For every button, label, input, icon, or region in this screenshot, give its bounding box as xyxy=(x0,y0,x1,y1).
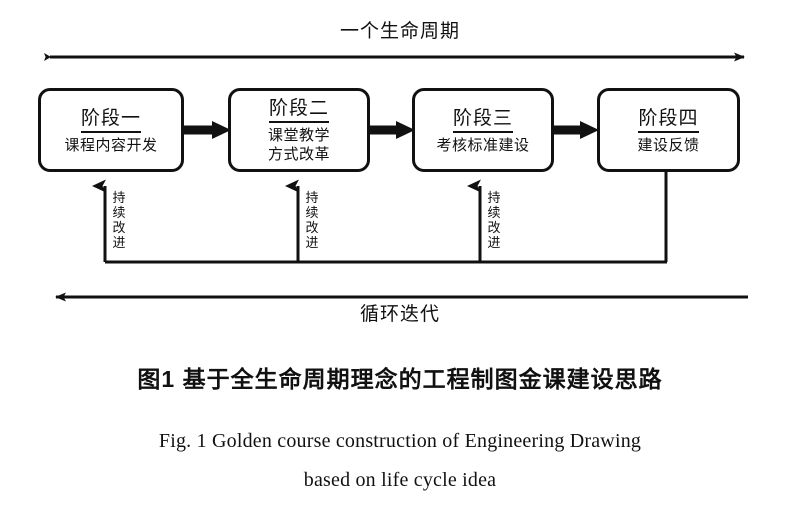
stage-connector-1-2 xyxy=(184,121,231,139)
stage-box-3[interactable]: 阶段三 考核标准建设 xyxy=(412,88,554,172)
feedback-label-1-char-1: 持 xyxy=(112,190,126,205)
figure-caption-english-line1: Fig. 1 Golden course construction of Eng… xyxy=(158,430,642,452)
feedback-label-1-char-3: 改 xyxy=(112,220,126,235)
stage-desc-4-line1: 建设反馈 xyxy=(637,137,700,154)
feedback-loop-path xyxy=(92,172,668,264)
feedback-label-2: 持 续 改 进 xyxy=(304,190,320,250)
figure-caption-chinese: 图1 基于全生命周期理念的工程制图金课建设思路 xyxy=(137,366,663,392)
feedback-label-2-char-2: 续 xyxy=(305,205,319,220)
feedback-label-2-char-3: 改 xyxy=(305,220,319,235)
feedback-label-1: 持 续 改 进 xyxy=(111,190,127,250)
stage-title-3: 阶段三 xyxy=(452,107,513,133)
stage-desc-2-line2: 方式改革 xyxy=(267,147,330,163)
feedback-label-2-char-4: 进 xyxy=(305,235,319,250)
diagram-vector-layer xyxy=(44,52,748,302)
feedback-label-3-char-1: 持 xyxy=(487,190,501,205)
stage-box-4[interactable]: 阶段四 建设反馈 xyxy=(597,88,740,172)
stage-box-1[interactable]: 阶段一 课程内容开发 xyxy=(38,88,184,172)
feedback-label-3: 持 续 改 进 xyxy=(486,190,502,250)
stage-connector-2-3 xyxy=(370,121,415,139)
feedback-label-3-char-3: 改 xyxy=(487,220,501,235)
stage-connector-3-4 xyxy=(554,121,599,139)
top-cycle-label: 一个生命周期 xyxy=(339,21,460,42)
stage-desc-2-line1: 课堂教学 xyxy=(267,128,330,144)
feedback-label-1-char-2: 续 xyxy=(112,205,126,220)
stage-box-2[interactable]: 阶段二 课堂教学 方式改革 xyxy=(228,88,370,172)
feedback-label-3-char-4: 进 xyxy=(487,235,501,250)
feedback-label-2-char-1: 持 xyxy=(305,190,319,205)
stage-title-2: 阶段二 xyxy=(268,97,329,123)
figure-caption-english-line2: based on life cycle idea xyxy=(303,469,497,491)
stage-title-1: 阶段一 xyxy=(80,107,141,133)
stage-desc-1-line1: 课程内容开发 xyxy=(64,137,158,154)
feedback-label-3-char-2: 续 xyxy=(487,205,501,220)
bottom-loop-label: 循环迭代 xyxy=(359,304,440,325)
stage-desc-3-line1: 考核标准建设 xyxy=(436,137,530,154)
figure-caption-english: Fig. 1 Golden course construction of Eng… xyxy=(50,422,750,500)
stage-title-4: 阶段四 xyxy=(638,107,699,133)
feedback-label-1-char-4: 进 xyxy=(112,235,126,250)
